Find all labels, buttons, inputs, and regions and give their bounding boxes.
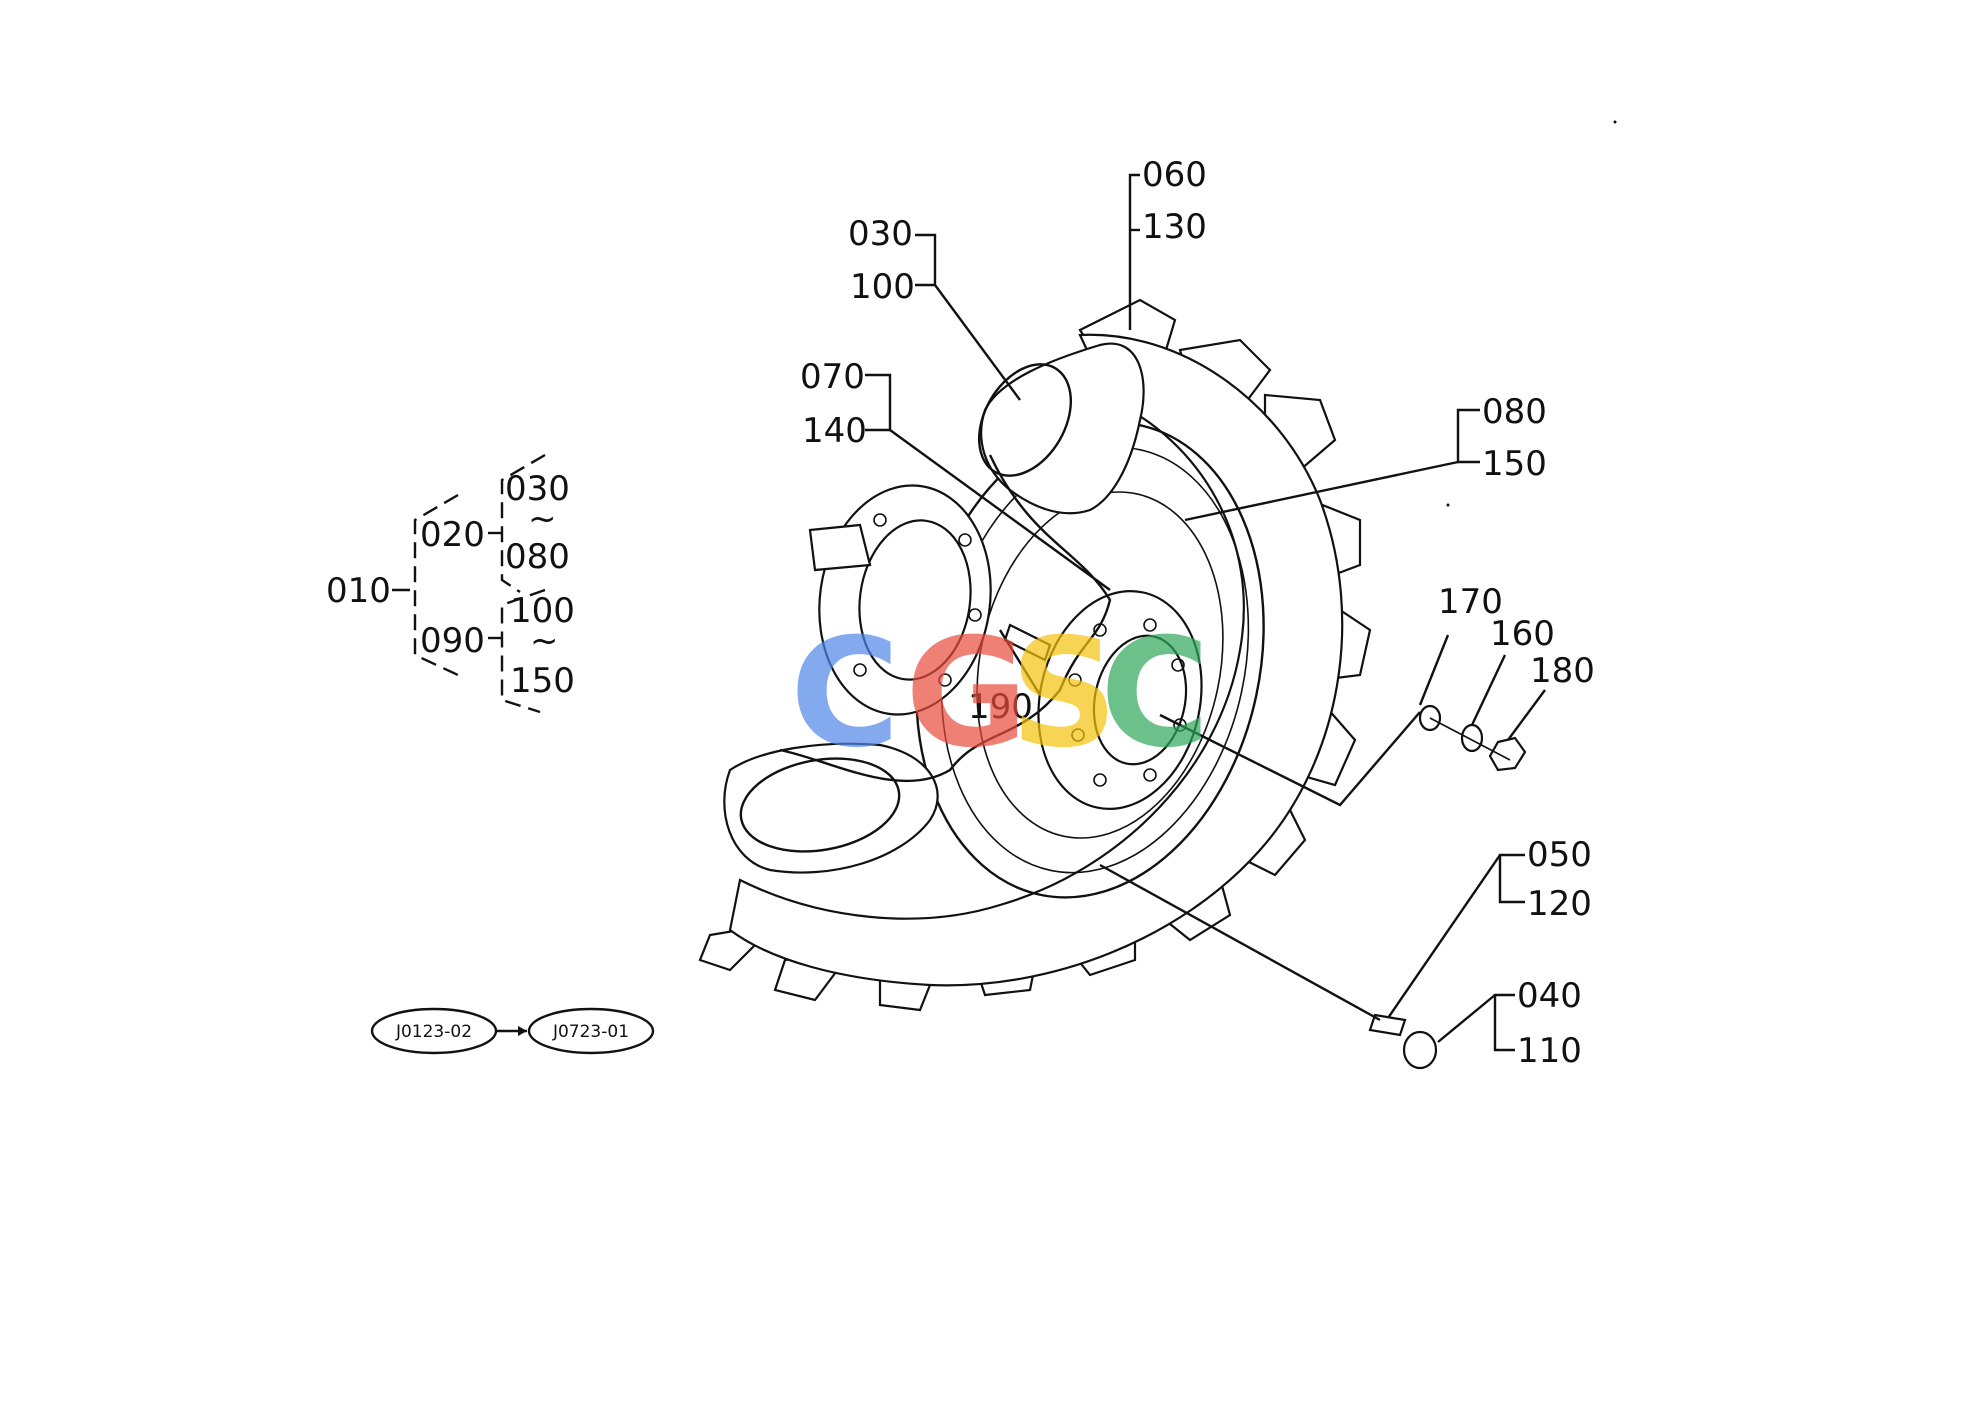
assembly-tree: 010 020 090 030 ~ 080 100 ~ 150 [326,453,575,714]
label-100: 100 [850,267,915,307]
wheel-assembly [698,298,1527,1070]
tube-upper [980,342,1145,515]
ref-from: J0123-02 [395,1022,472,1042]
tree-tilde-2: ~ [530,621,559,661]
watermark-logo: C G S C [790,607,1210,781]
tree-080: 080 [505,537,570,577]
rim-flap-line [779,454,1112,783]
watermark-letter-g: G [905,607,1028,781]
ref-to: J0723-01 [552,1022,629,1042]
reference-chain: J0123-02 J0723-01 [370,1007,655,1055]
speck [1613,120,1617,124]
axle-flange [808,484,992,716]
tree-090: 090 [420,621,485,661]
label-190: 190 [968,687,1033,727]
label-070: 070 [800,357,865,397]
label-060: 060 [1142,155,1207,195]
label-160: 160 [1490,614,1555,654]
wheel-hub [1037,590,1203,810]
watermark-letter-s: S [1010,607,1118,781]
tree-010: 010 [326,571,391,611]
tube-lower [723,742,939,874]
spring-washer-160 [1460,723,1484,753]
label-030: 030 [848,214,913,254]
ref-oval-to [527,1007,655,1055]
label-150: 150 [1482,444,1547,484]
label-140: 140 [802,411,867,451]
tree-150: 150 [510,661,575,701]
label-050: 050 [1527,835,1592,875]
leader-lines [865,173,1546,1052]
wheel-rim-outer [728,333,1344,987]
label-110: 110 [1517,1031,1582,1071]
nut-180 [1488,736,1527,772]
watermark-letter-c2: C [1100,607,1210,781]
label-180: 180 [1530,651,1595,691]
valve-cap [1402,1030,1438,1070]
label-170: 170 [1438,582,1503,622]
tree-030: 030 [505,469,570,509]
tree-100: 100 [510,591,575,631]
label-130: 130 [1142,207,1207,247]
label-040: 040 [1517,976,1582,1016]
label-080: 080 [1482,392,1547,432]
watermark-letter-c1: C [790,607,900,781]
tree-020: 020 [420,515,485,555]
part-labels: 060 130 030 100 070 140 080 150 170 160 … [800,155,1595,1071]
stud-bolt [1003,623,1052,662]
label-120: 120 [1527,884,1592,924]
tree-tilde-1: ~ [528,499,557,539]
speck [1446,503,1450,507]
